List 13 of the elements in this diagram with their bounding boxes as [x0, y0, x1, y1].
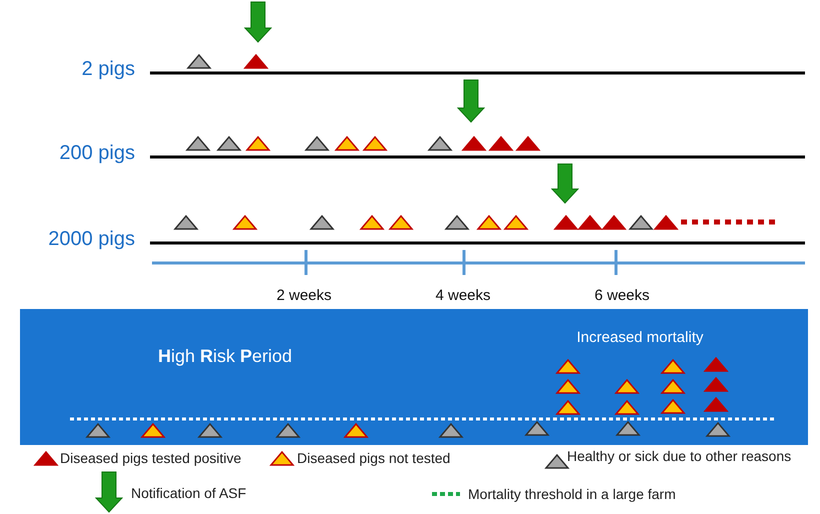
legend-text: Diseased pigs not tested — [297, 450, 450, 466]
tick-label: 4 weeks — [435, 287, 491, 304]
legend-text: Healthy or sick due to other reasons — [567, 448, 792, 464]
legend-text: Mortality threshold in a large farm — [468, 486, 676, 502]
tick-label: 2 weeks — [276, 287, 332, 304]
row-label: 2 pigs — [82, 58, 135, 81]
panel-title: High Risk Period — [158, 346, 292, 367]
tick-label: 6 weeks — [594, 287, 650, 304]
panel-subtitle: Increased mortality — [576, 329, 704, 346]
legend-text: Notification of ASF — [131, 485, 246, 502]
legend-text: Diseased pigs tested positive — [60, 450, 242, 466]
row-label: 200 pigs — [59, 142, 135, 165]
row-label: 2000 pigs — [48, 228, 135, 251]
